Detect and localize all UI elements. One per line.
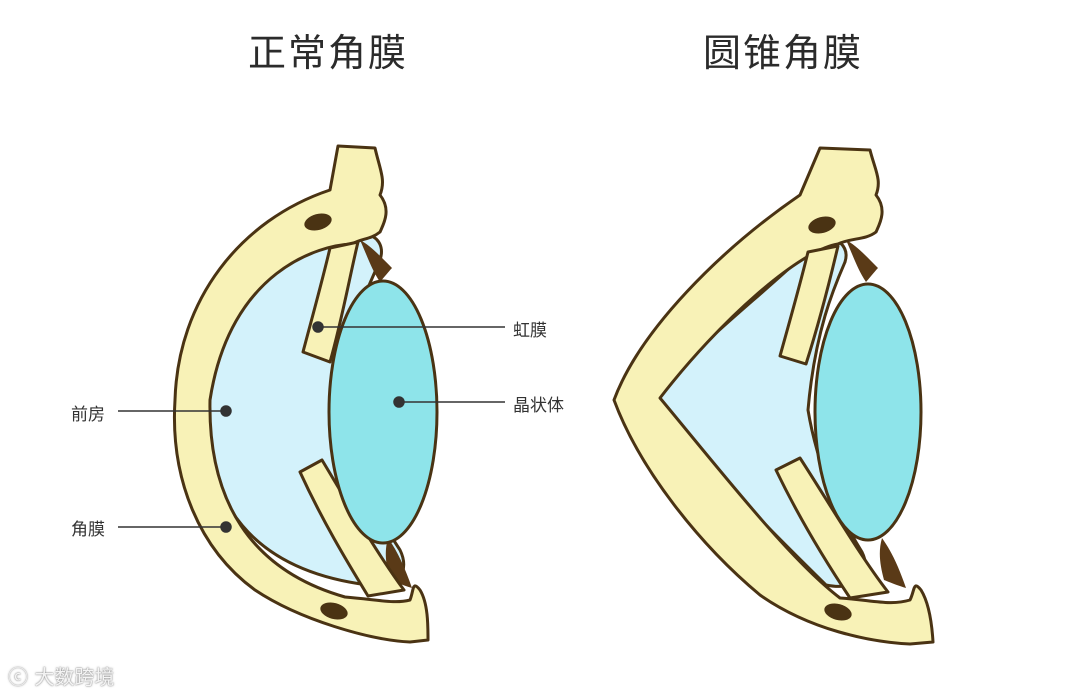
kerato-ciliary-body-upper [846, 240, 878, 282]
label-lens: 晶状体 [513, 391, 564, 416]
keratoconus-eye-diagram [614, 148, 933, 644]
kerato-ciliary-body-lower [880, 538, 906, 588]
watermark-text: 大数跨境 [34, 665, 114, 689]
anterior-chamber-leader-dot [221, 406, 231, 416]
label-cornea: 角膜 [71, 515, 105, 540]
kerato-lens [815, 284, 921, 540]
label-iris: 虹膜 [513, 316, 547, 341]
iris-leader-dot [313, 322, 323, 332]
label-anterior-chamber: 前房 [71, 400, 105, 425]
watermark-logo-icon: ⓒ [8, 665, 28, 689]
normal-eye-diagram [174, 146, 437, 642]
lens-leader-dot [394, 397, 404, 407]
cornea-leader-dot [221, 522, 231, 532]
normal-lens [329, 281, 437, 543]
watermark: ⓒ 大数跨境 [8, 661, 114, 690]
